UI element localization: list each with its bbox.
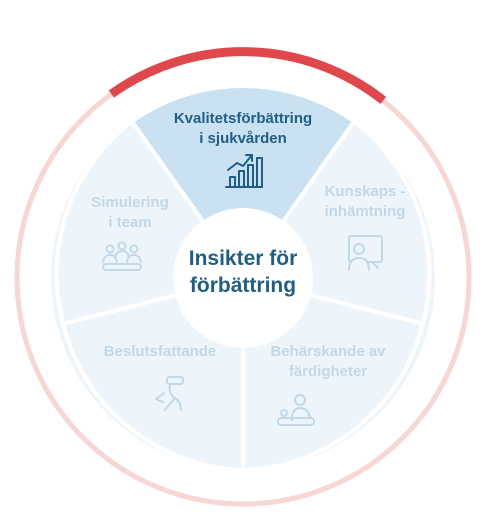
segment-beslut-label: Beslutsfattande	[104, 343, 217, 360]
segment-kvalitet-label-line1: Kvalitetsförbättring	[174, 110, 312, 127]
center-title-line2: förbättring	[190, 274, 296, 297]
segment-beharskande-label-line2: färdigheter	[289, 363, 368, 380]
segment-simulering-label-line1: Simulering	[91, 194, 169, 211]
progress-arc	[108, 47, 387, 104]
segment-kvalitet-label-line2: i sjukvården	[199, 130, 287, 147]
center-hub	[173, 208, 313, 348]
patient-care-icon	[277, 394, 315, 426]
vr-headset-person-icon	[155, 376, 184, 411]
segment-simulering-label-line2: i team	[108, 214, 151, 231]
segment-beharskande-label-line1: Behärskande av	[270, 343, 386, 360]
chart-growth-icon	[225, 154, 263, 188]
segment-kunskap-label-line1: Kunskaps -	[325, 183, 406, 200]
center-title-line1: Insikter för	[189, 247, 298, 270]
team-icon	[102, 241, 142, 271]
person-screen-icon	[348, 235, 383, 271]
segment-kunskap-label-line2: inhämtning	[325, 203, 406, 220]
